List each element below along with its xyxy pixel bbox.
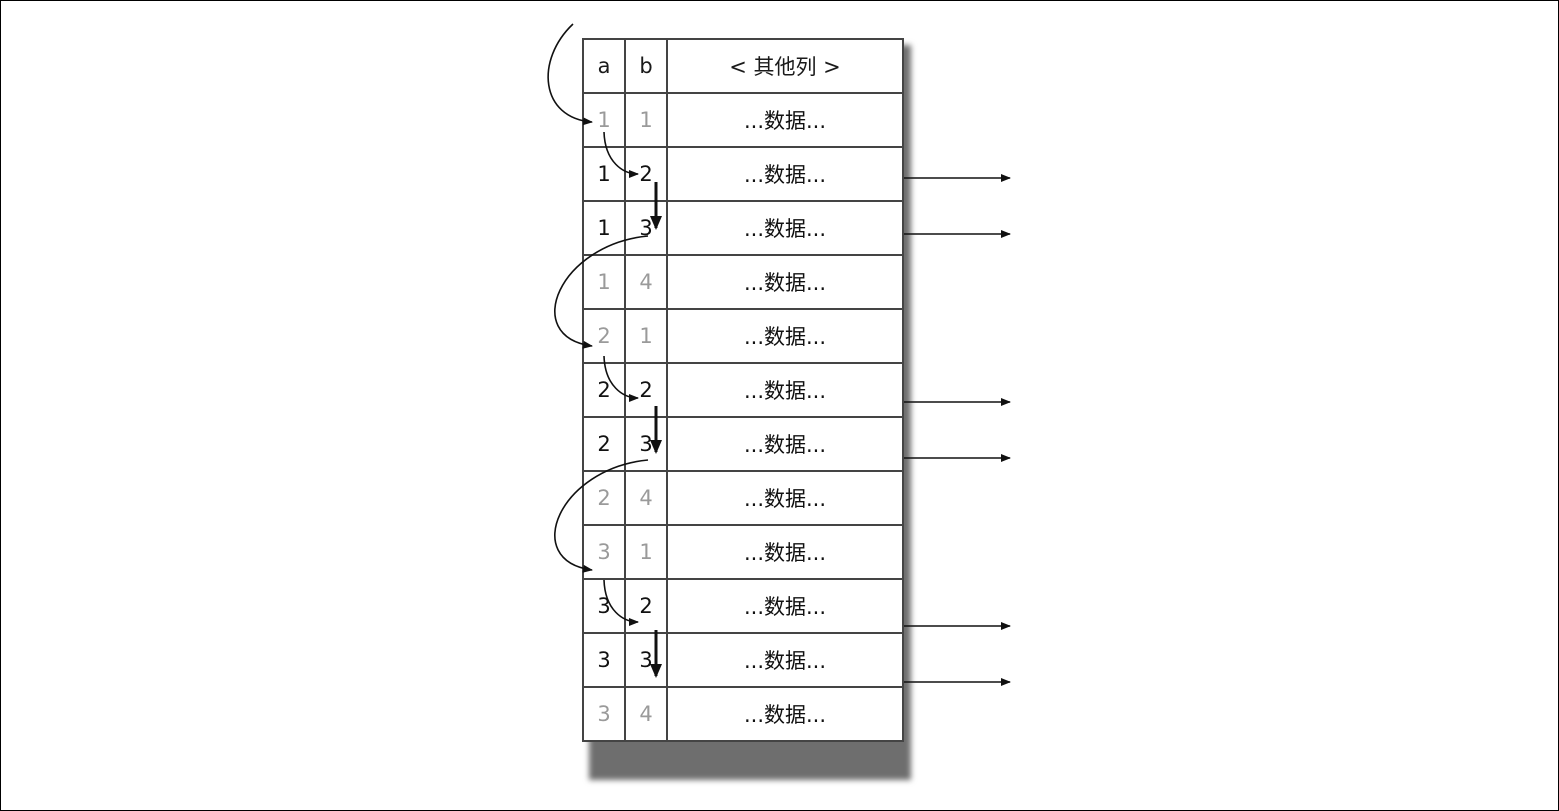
hop-arrow xyxy=(603,355,639,402)
column-header-other: < 其他列 > xyxy=(666,38,904,94)
cell-data: ...数据... xyxy=(666,362,904,418)
column-header-a: a xyxy=(582,38,626,94)
cell-data: ...数据... xyxy=(666,578,904,634)
cell-data: ...数据... xyxy=(666,416,904,472)
cell-data: ...数据... xyxy=(666,200,904,256)
cell-a: 2 xyxy=(582,308,626,364)
cell-a: 3 xyxy=(582,686,626,742)
hop-arrow xyxy=(603,579,639,626)
column-header-b: b xyxy=(624,38,668,94)
cell-b: 4 xyxy=(624,254,668,310)
skip-scan-arrow xyxy=(554,235,649,349)
table-header-row: a b < 其他列 > xyxy=(582,38,904,94)
cell-a: 1 xyxy=(582,200,626,256)
cell-data: ...数据... xyxy=(666,524,904,580)
skip-scan-arrow xyxy=(554,459,649,573)
cell-a: 3 xyxy=(582,632,626,688)
cell-data: ...数据... xyxy=(666,92,904,148)
cell-b: 3 xyxy=(624,632,668,688)
cell-a: 1 xyxy=(582,146,626,202)
cell-data: ...数据... xyxy=(666,146,904,202)
seek-arrow xyxy=(547,23,593,126)
cell-a: 2 xyxy=(582,416,626,472)
cell-b: 1 xyxy=(624,308,668,364)
cell-data: ...数据... xyxy=(666,470,904,526)
cell-data: ...数据... xyxy=(666,308,904,364)
cell-b: 1 xyxy=(624,92,668,148)
cell-b: 4 xyxy=(624,470,668,526)
cell-a: 1 xyxy=(582,254,626,310)
cell-b: 3 xyxy=(624,200,668,256)
hop-arrow xyxy=(603,131,639,178)
cell-data: ...数据... xyxy=(666,686,904,742)
cell-data: ...数据... xyxy=(666,254,904,310)
cell-b: 4 xyxy=(624,686,668,742)
cell-b: 1 xyxy=(624,524,668,580)
cell-b: 2 xyxy=(624,362,668,418)
cell-data: ...数据... xyxy=(666,632,904,688)
